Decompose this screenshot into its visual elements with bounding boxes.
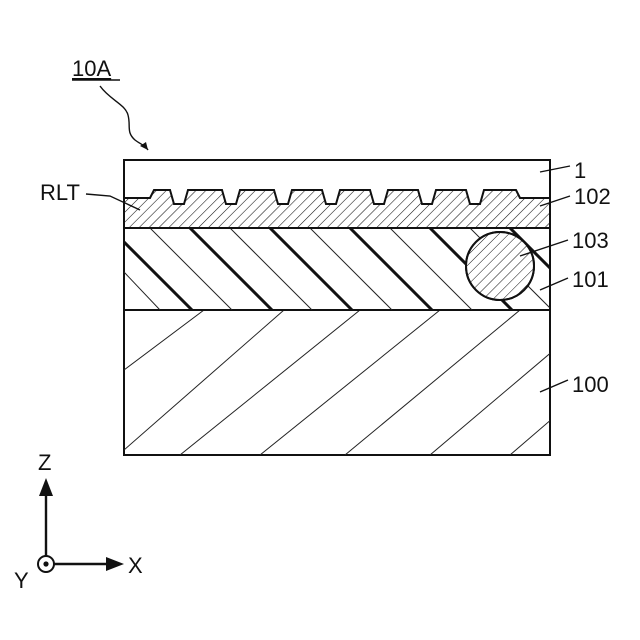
x-axis-arrowhead — [106, 557, 124, 571]
x-axis-label: X — [128, 553, 143, 578]
y-axis-dot — [43, 561, 48, 566]
label-relief-layer: 102 — [574, 184, 611, 209]
label-relief-structure: RLT — [40, 180, 80, 205]
coordinate-axes: Z X Y — [14, 450, 143, 593]
z-axis-label: Z — [38, 450, 51, 475]
z-axis-arrowhead — [39, 478, 53, 496]
y-axis-label: Y — [14, 568, 29, 593]
label-top-layer: 1 — [574, 158, 586, 183]
label-middle-layer: 101 — [572, 267, 609, 292]
label-substrate: 100 — [572, 372, 609, 397]
label-particle: 103 — [572, 228, 609, 253]
figure-ref-label: 10A — [72, 56, 111, 81]
figure-ref-leader — [100, 86, 148, 150]
